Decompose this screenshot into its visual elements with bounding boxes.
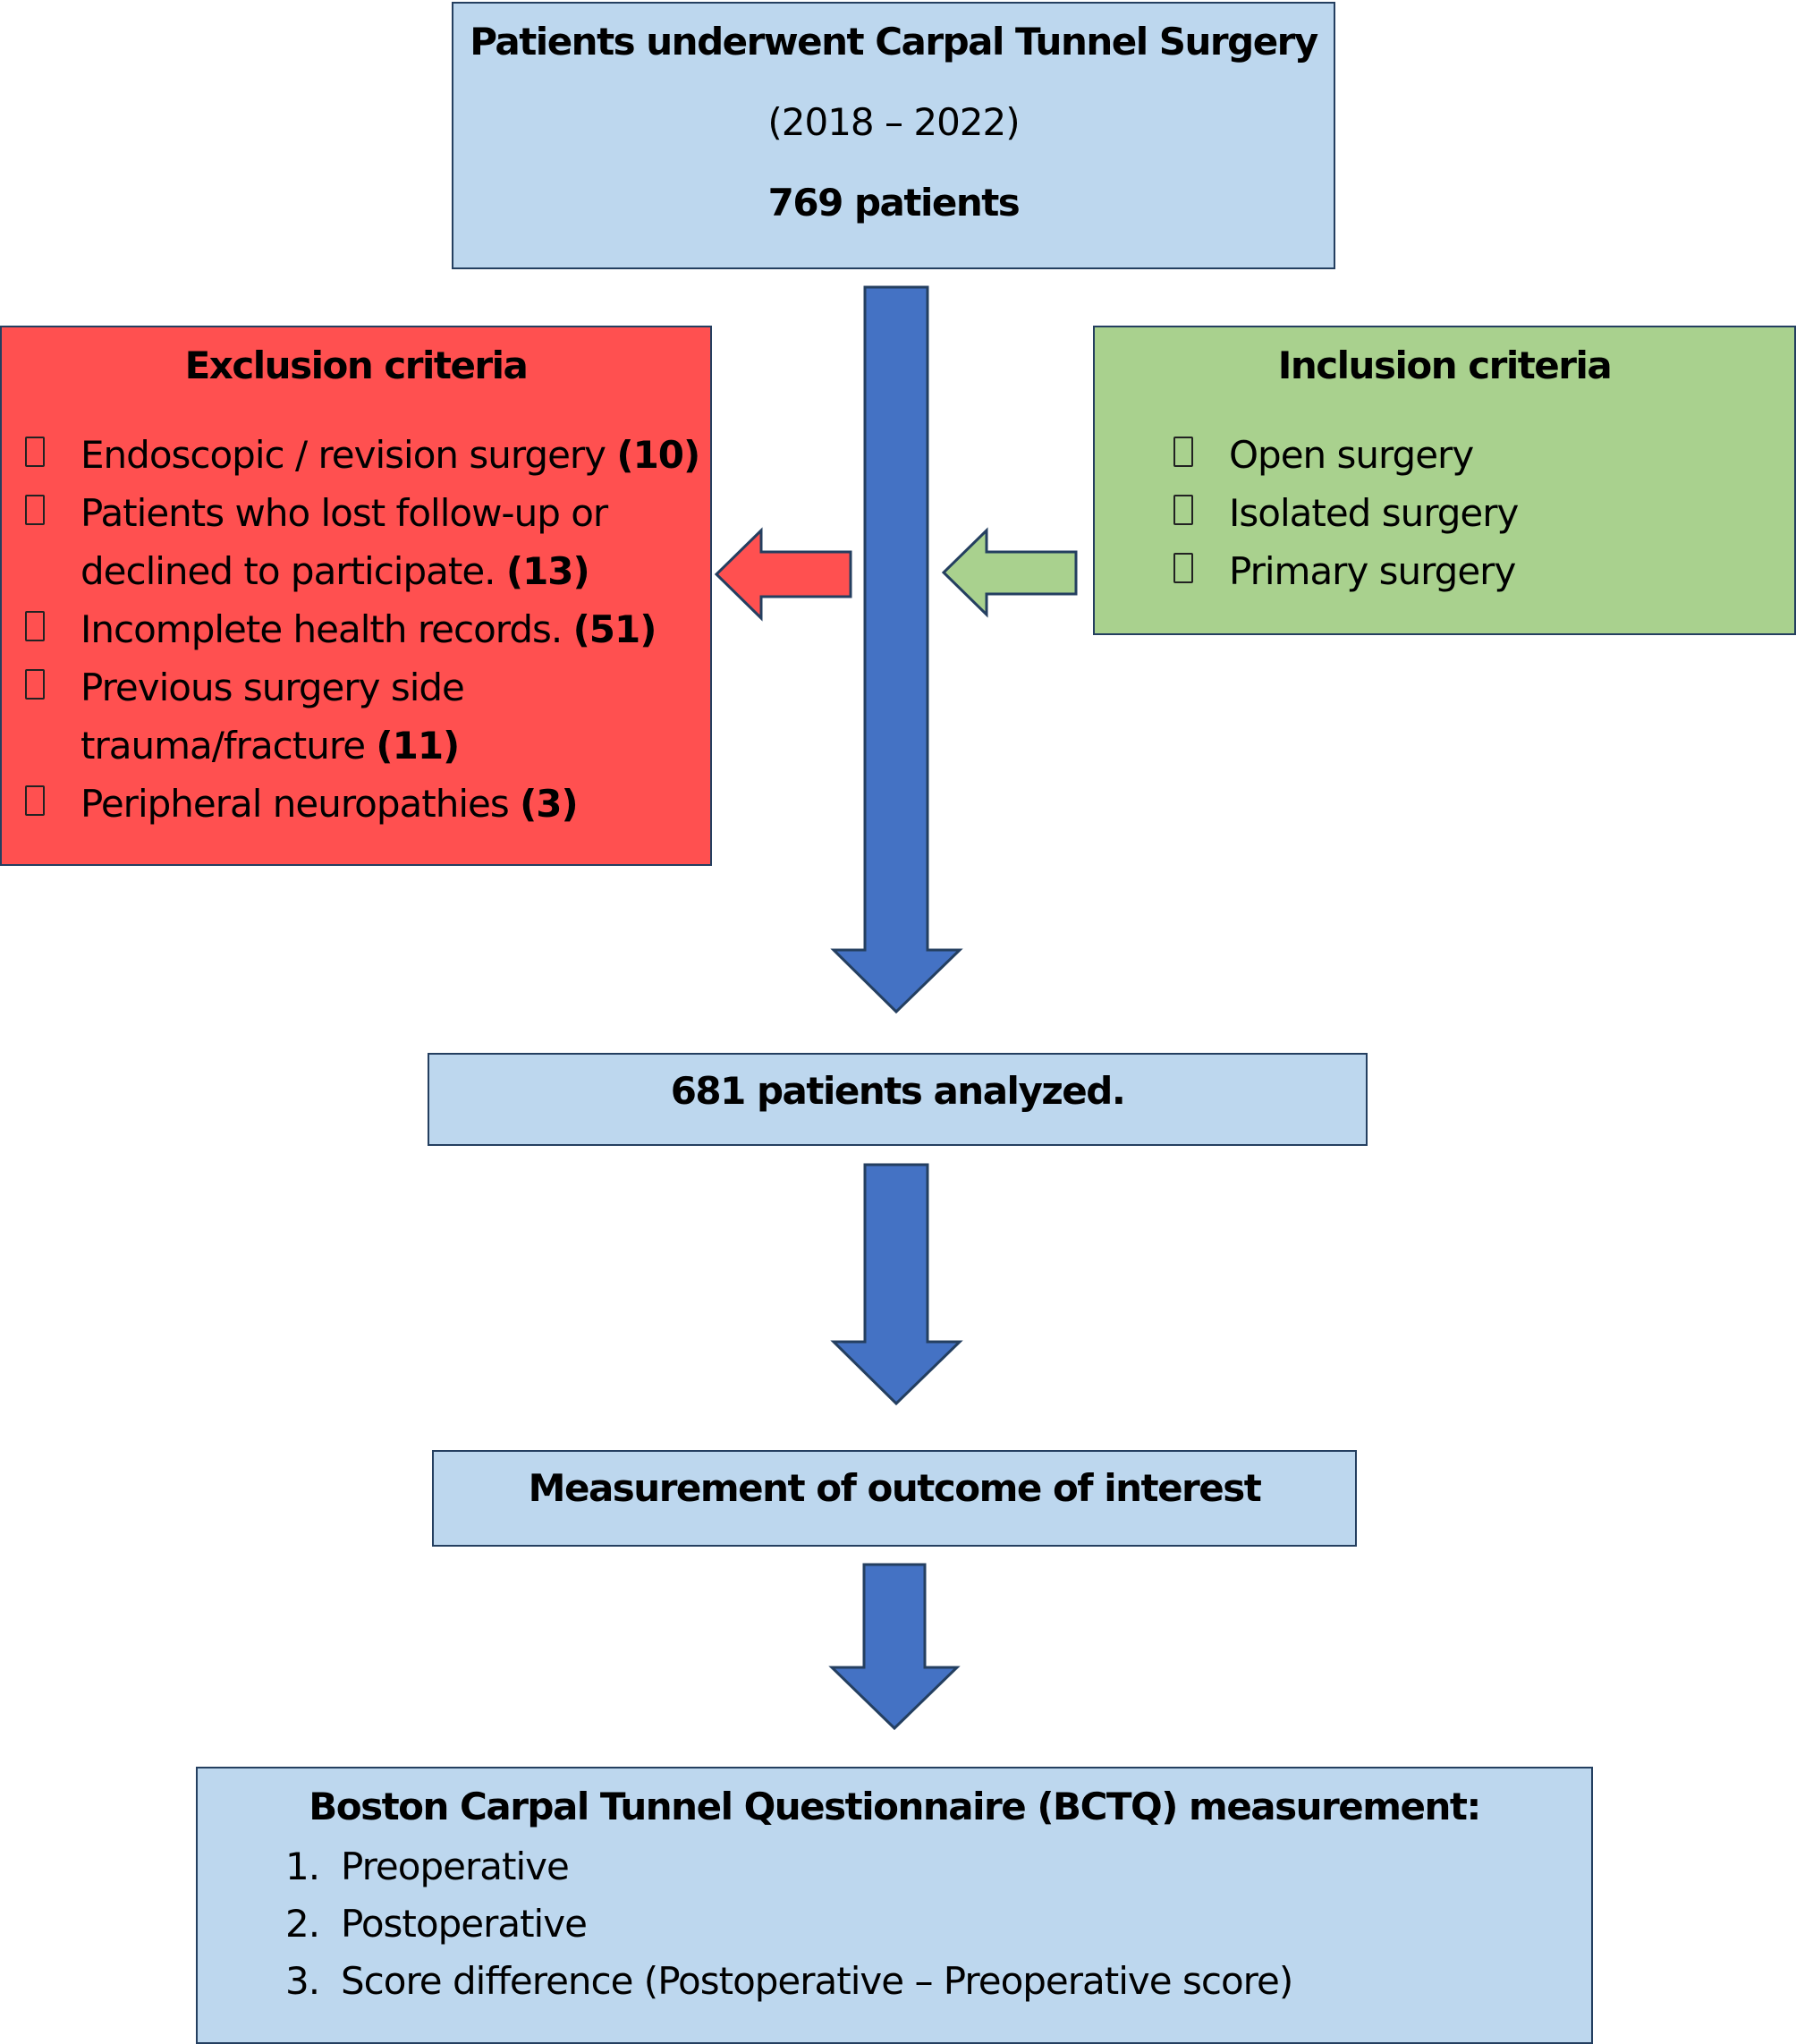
exclusion-list: Endoscopic / revision surgery (10) Patie… — [25, 426, 705, 833]
down-arrow-2 — [830, 1163, 963, 1406]
bctq-item: 2.Postoperative — [285, 1902, 588, 1946]
inclusion-item: Primary surgery — [1173, 542, 1782, 600]
down-arrow-3 — [828, 1563, 961, 1731]
exclusion-item: Incomplete health records. (51) — [25, 600, 705, 658]
population-count: 769 patients — [767, 181, 1021, 225]
bullet-icon — [25, 785, 45, 816]
exclusion-box: Exclusion criteria Endoscopic / revision… — [0, 326, 712, 866]
inclusion-list: Open surgery Isolated surgery Primary su… — [1173, 426, 1782, 600]
exclusion-title: Exclusion criteria — [184, 343, 529, 387]
exclusion-item: Endoscopic / revision surgery (10) — [25, 426, 705, 484]
bullet-icon — [1173, 553, 1193, 583]
analyzed-text: 681 patients analyzed. — [670, 1069, 1126, 1113]
bullet-icon — [25, 437, 45, 467]
inclusion-arrow — [941, 527, 1078, 618]
inclusion-title: Inclusion criteria — [1277, 343, 1613, 387]
inclusion-item: Open surgery — [1173, 426, 1782, 484]
inclusion-box: Inclusion criteria Open surgery Isolated… — [1093, 326, 1796, 635]
bullet-icon — [25, 611, 45, 641]
bullet-icon — [25, 669, 45, 700]
bullet-icon — [1173, 437, 1193, 467]
exclusion-arrow — [714, 527, 852, 622]
bctq-box: Boston Carpal Tunnel Questionnaire (BCTQ… — [196, 1767, 1593, 2044]
bctq-item: 1.Preoperative — [285, 1845, 570, 1888]
bctq-title: Boston Carpal Tunnel Questionnaire (BCTQ… — [309, 1785, 1481, 1828]
population-years: (2018 – 2022) — [767, 100, 1020, 144]
bullet-icon — [1173, 495, 1193, 525]
bctq-list: 1.Preoperative 2.Postoperative 3.Score d… — [285, 1838, 1293, 2010]
measurement-text: Measurement of outcome of interest — [528, 1466, 1262, 1510]
analyzed-box: 681 patients analyzed. — [428, 1053, 1368, 1146]
inclusion-item: Isolated surgery — [1173, 484, 1782, 542]
exclusion-item: Previous surgery side trauma/fracture (1… — [25, 658, 705, 775]
exclusion-item: Peripheral neuropathies (3) — [25, 775, 705, 833]
measurement-box: Measurement of outcome of interest — [432, 1450, 1357, 1547]
main-down-arrow — [830, 285, 963, 1014]
bullet-icon — [25, 495, 45, 525]
exclusion-item: Patients who lost follow-up or declined … — [25, 484, 705, 600]
population-box: Patients underwent Carpal Tunnel Surgery… — [452, 2, 1335, 269]
population-title: Patients underwent Carpal Tunnel Surgery — [470, 20, 1318, 64]
bctq-item: 3.Score difference (Postoperative – Preo… — [285, 1959, 1293, 2003]
